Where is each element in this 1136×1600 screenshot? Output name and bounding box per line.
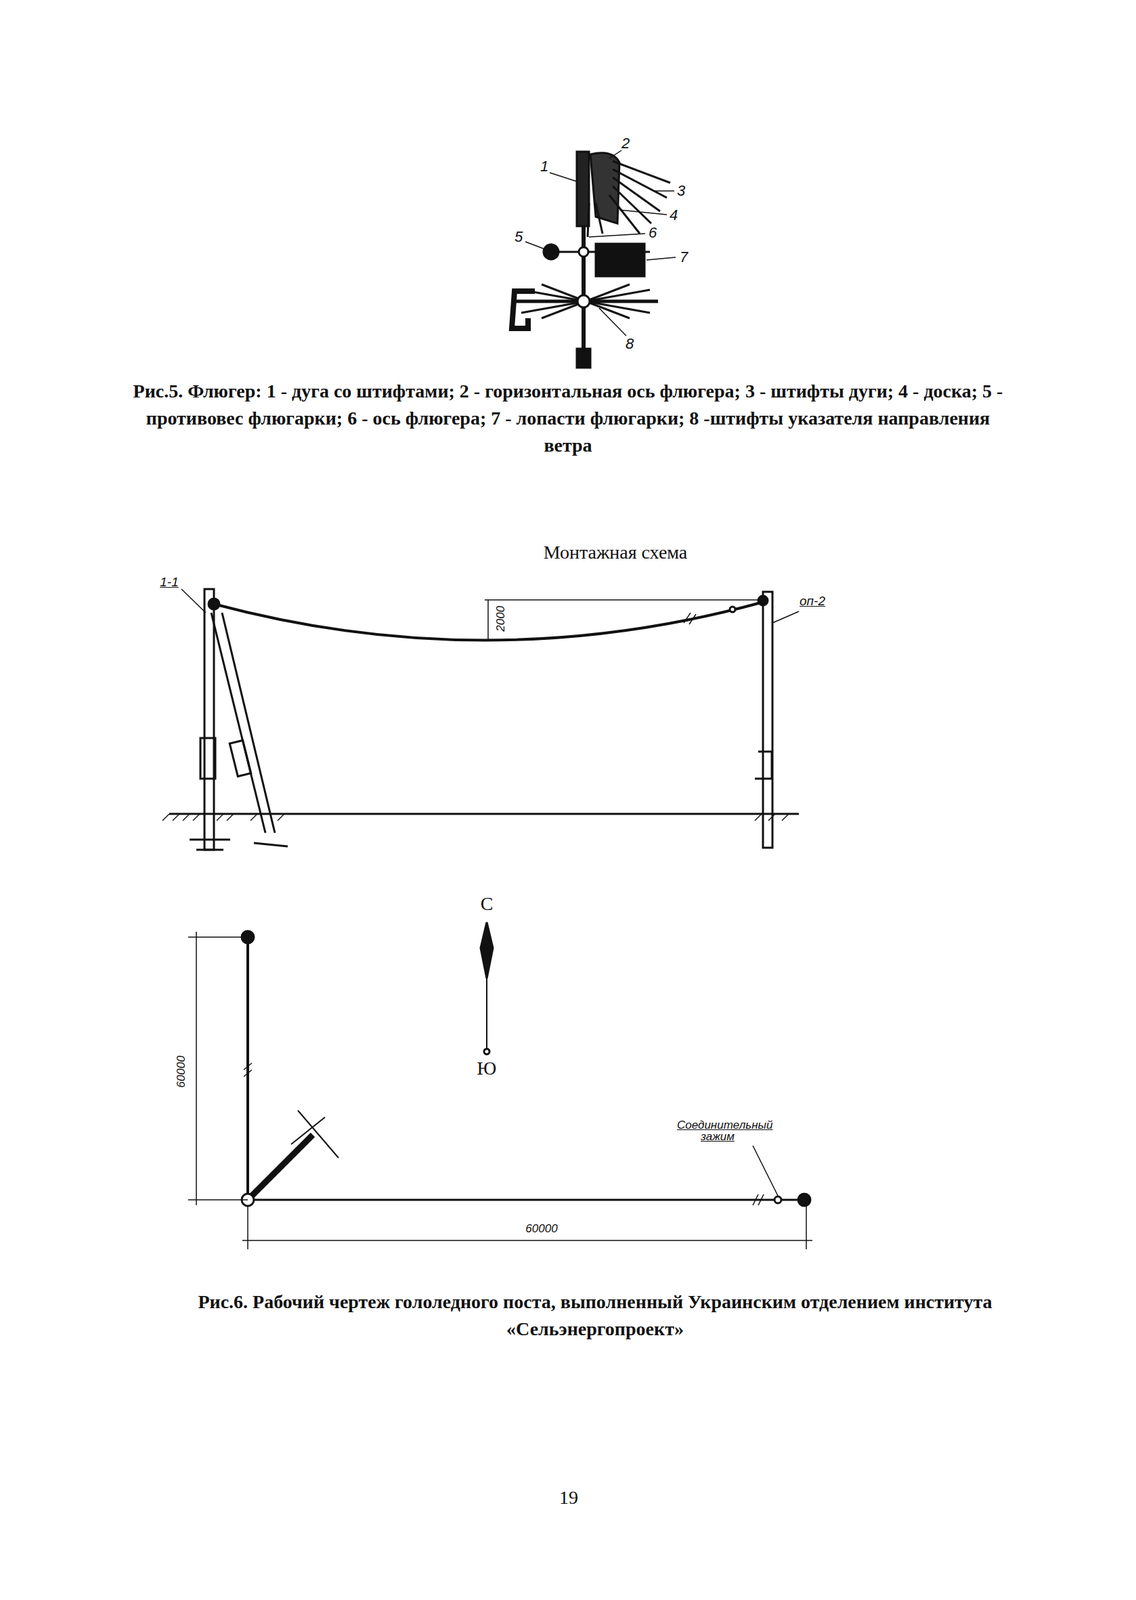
pole-label: оп-2	[799, 593, 826, 609]
callout-label: Соединительный зажим	[676, 1119, 759, 1143]
side-view	[162, 588, 799, 850]
callout-number: 2	[621, 134, 630, 152]
compass-label: С	[480, 892, 494, 915]
dimension: 60000	[523, 1221, 559, 1236]
callout-number: 8	[625, 335, 634, 353]
callout-number: 7	[679, 248, 688, 266]
plan-view	[188, 922, 813, 1250]
figure-caption: Рис.5. Флюгер: 1 - дуга со штифтами; 2 -…	[127, 377, 1009, 459]
dimension: 60000	[174, 1054, 189, 1089]
callout-number: 1	[540, 157, 549, 175]
pole-label: 1-1	[159, 574, 179, 590]
callout-number: 5	[514, 228, 523, 246]
callout-number: 4	[669, 206, 678, 224]
compass-label: Ю	[477, 1057, 497, 1080]
callout-number: 6	[648, 224, 657, 242]
section-heading: Монтажная схема	[543, 541, 688, 564]
dimension: 2000	[494, 604, 508, 633]
figure-caption: Рис.6. Рабочий чертеж гололедного поста,…	[155, 1288, 1036, 1343]
weathervane	[511, 150, 676, 368]
callout-number: 3	[676, 182, 686, 200]
page-number: 19	[559, 1486, 579, 1509]
